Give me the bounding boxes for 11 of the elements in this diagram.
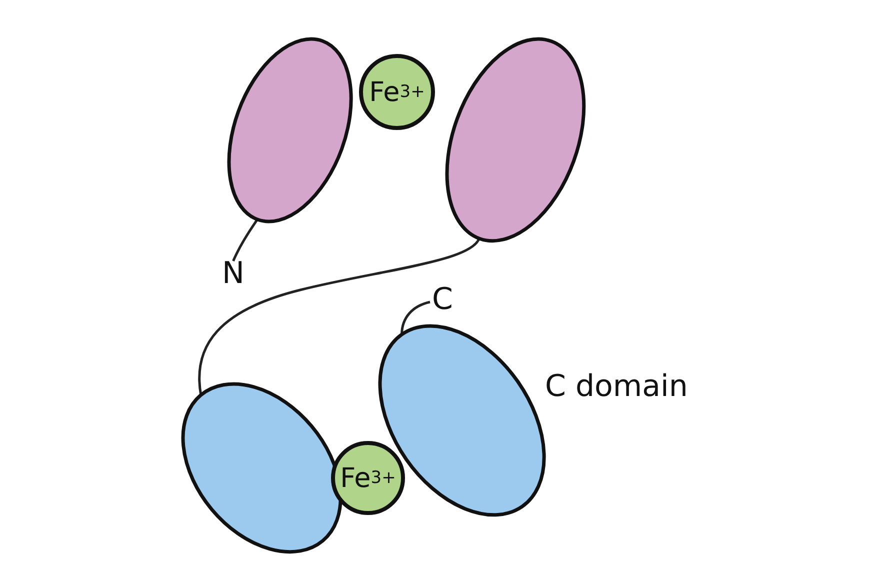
protein-lobe [226,36,354,224]
iron-ion: Fe$^{3+}$ [331,441,405,515]
domain-label: C domain [545,372,688,402]
chain-line [400,300,430,334]
iron-ion: Fe$^{3+}$ [359,54,435,130]
chain-line [232,218,259,262]
chain-line [198,238,480,396]
terminus-label: C [432,285,453,315]
protein-lobe [181,382,343,554]
protein-lobe [444,37,586,243]
terminus-label: N [222,259,244,289]
